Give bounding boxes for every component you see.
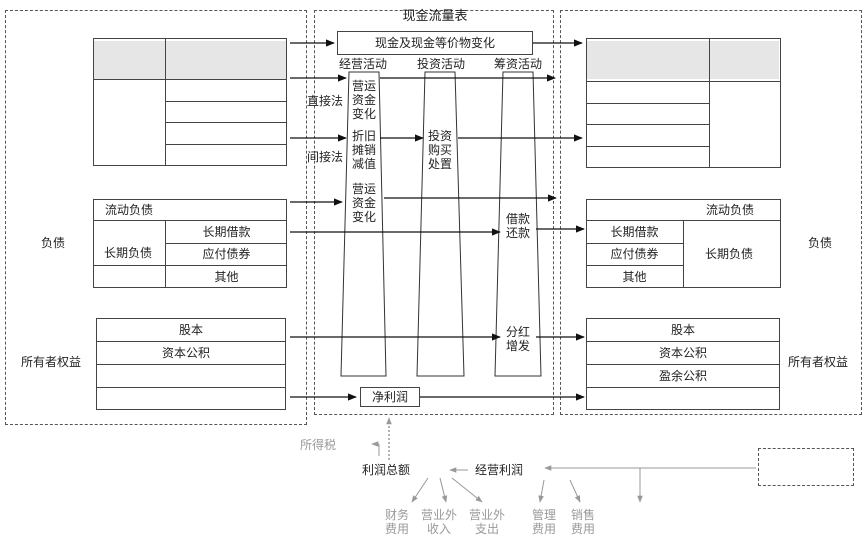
- cash-flow-title: 现金流量表: [402, 9, 468, 24]
- non-op-expense-label: 营业外 支出: [468, 508, 505, 536]
- left-liabilities-label: 负债: [41, 236, 66, 250]
- income-tax-label: 所得税: [300, 438, 337, 452]
- operating-activities-label: 经营活动: [338, 57, 387, 71]
- non-op-income-label: 营业外 收入: [420, 508, 457, 536]
- right-liabilities-label: 负债: [808, 236, 833, 250]
- right-bonds-payable: 应付债券: [610, 247, 659, 261]
- financing-activities-label: 筹资活动: [493, 57, 542, 71]
- investing-activities-label: 投资活动: [416, 57, 465, 71]
- operating-column: [340, 71, 387, 377]
- left-bonds-payable: 应付债券: [202, 247, 251, 261]
- left-capital-reserve: 资本公积: [161, 346, 210, 360]
- left-long-term-borrowings: 长期借款: [202, 225, 251, 239]
- left-equity-label: 所有者权益: [21, 355, 82, 369]
- direct-method-label: 直接法: [307, 94, 344, 108]
- left-current-liabilities: 流动负债: [105, 203, 154, 217]
- cash-flow-statement-frame: [314, 10, 554, 415]
- right-bottom-frame: [758, 448, 854, 486]
- selling-expense-label: 销售 费用: [570, 508, 595, 536]
- right-surplus-reserve: 盈余公积: [658, 369, 707, 383]
- right-equity-label: 所有者权益: [788, 355, 849, 369]
- right-long-term-borrowings: 长期借款: [610, 225, 659, 239]
- left-long-term-liabilities: 长期负债: [104, 246, 153, 260]
- right-balance-sheet-frame: [560, 10, 862, 415]
- dep-amort-label: 折旧 摊销 减值: [351, 129, 376, 171]
- left-assets-header-shade: [94, 41, 286, 79]
- left-share-capital: 股本: [178, 323, 203, 337]
- net-profit-label: 净利润: [371, 390, 408, 404]
- right-other: 其他: [622, 270, 647, 284]
- dividend-issue-label: 分红 增发: [505, 325, 530, 353]
- left-balance-sheet-frame: [5, 10, 307, 425]
- cash-change-box: [337, 31, 533, 55]
- admin-expense-label: 管理 费用: [531, 508, 556, 536]
- right-capital-reserve: 资本公积: [658, 346, 707, 360]
- net-profit-box: [360, 387, 420, 407]
- financial-expense-label: 财务 费用: [384, 508, 409, 536]
- financing-column: [494, 71, 542, 377]
- left-other: 其他: [214, 270, 239, 284]
- invest-buy-sell-label: 投资 购买 处置: [427, 129, 452, 171]
- right-share-capital: 股本: [670, 323, 695, 337]
- right-long-term-liabilities: 长期负债: [705, 247, 754, 261]
- investing-column: [416, 71, 465, 377]
- right-assets-header-shade: [587, 41, 779, 79]
- right-current-liabilities: 流动负债: [706, 203, 755, 217]
- total-profit-label: 利润总额: [362, 463, 411, 477]
- indirect-method-label: 间接法: [307, 150, 344, 164]
- borrow-repay-label: 借款 还款: [505, 212, 530, 240]
- wc-change-top-label: 营运 资金 变化: [351, 79, 376, 121]
- operating-profit-label: 经营利润: [475, 463, 524, 477]
- cash-change-label: 现金及现金等价物变化: [374, 36, 495, 50]
- wc-change-bottom-label: 营运 资金 变化: [351, 182, 376, 224]
